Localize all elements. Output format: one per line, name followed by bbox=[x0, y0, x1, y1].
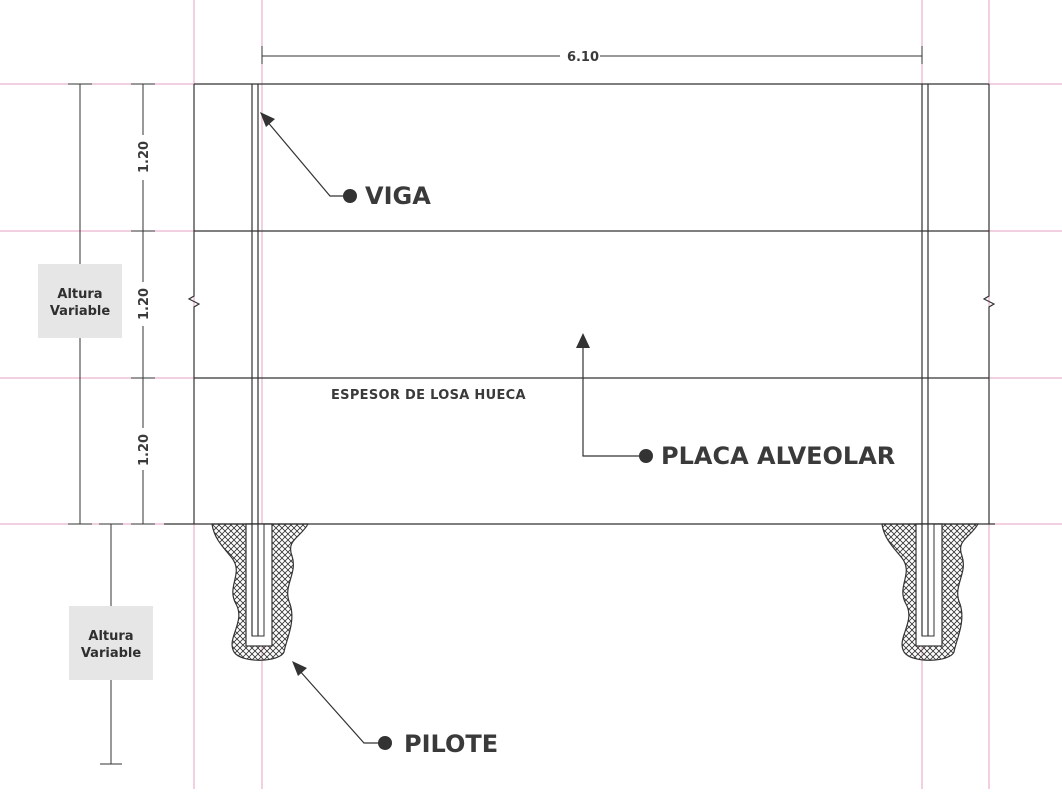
slab-left-edge-break bbox=[187, 84, 201, 524]
slab-right-edge-break bbox=[982, 84, 996, 524]
height-variable-box-1-line1: Altura bbox=[57, 287, 102, 302]
slab-frame bbox=[164, 83, 996, 525]
placa-arrowhead-icon bbox=[576, 333, 590, 348]
viga-arrowhead-icon bbox=[260, 112, 275, 127]
pile-left bbox=[211, 523, 310, 661]
height-variable-box-2-line1: Altura bbox=[88, 629, 133, 644]
pilote-leader bbox=[298, 669, 384, 744]
height-variable-box-2-line2: Variable bbox=[81, 646, 142, 661]
pilote-label: PILOTE bbox=[404, 730, 498, 758]
viga-dot-icon bbox=[343, 189, 357, 203]
height-variable-box-1-line2: Variable bbox=[50, 304, 111, 319]
span-dimension bbox=[261, 46, 923, 64]
row-dimension-label-2: 1.20 bbox=[137, 288, 152, 320]
height-variable-box-1 bbox=[38, 264, 122, 338]
beam-left bbox=[251, 84, 259, 636]
placa-label: PLACA ALVEOLAR bbox=[661, 442, 895, 470]
slab-thickness-note: ESPESOR DE LOSA HUECA bbox=[331, 388, 526, 403]
row-dimension-label-1: 1.20 bbox=[137, 141, 152, 173]
span-dimension-label: 6.10 bbox=[567, 50, 599, 65]
row-dimension-label-3: 1.20 bbox=[137, 434, 152, 466]
height-variable-box-2 bbox=[69, 606, 153, 680]
viga-label: VIGA bbox=[365, 182, 431, 210]
beam-right bbox=[921, 84, 929, 636]
pile-depth-dimension bbox=[99, 523, 123, 765]
row-dimension-line bbox=[131, 83, 155, 525]
viga-leader bbox=[265, 119, 350, 197]
placa-leader bbox=[582, 346, 645, 457]
placa-dot-icon bbox=[639, 449, 653, 463]
pilote-dot-icon bbox=[378, 736, 392, 750]
pile-right bbox=[881, 523, 980, 661]
pilote-arrowhead-icon bbox=[292, 661, 307, 676]
